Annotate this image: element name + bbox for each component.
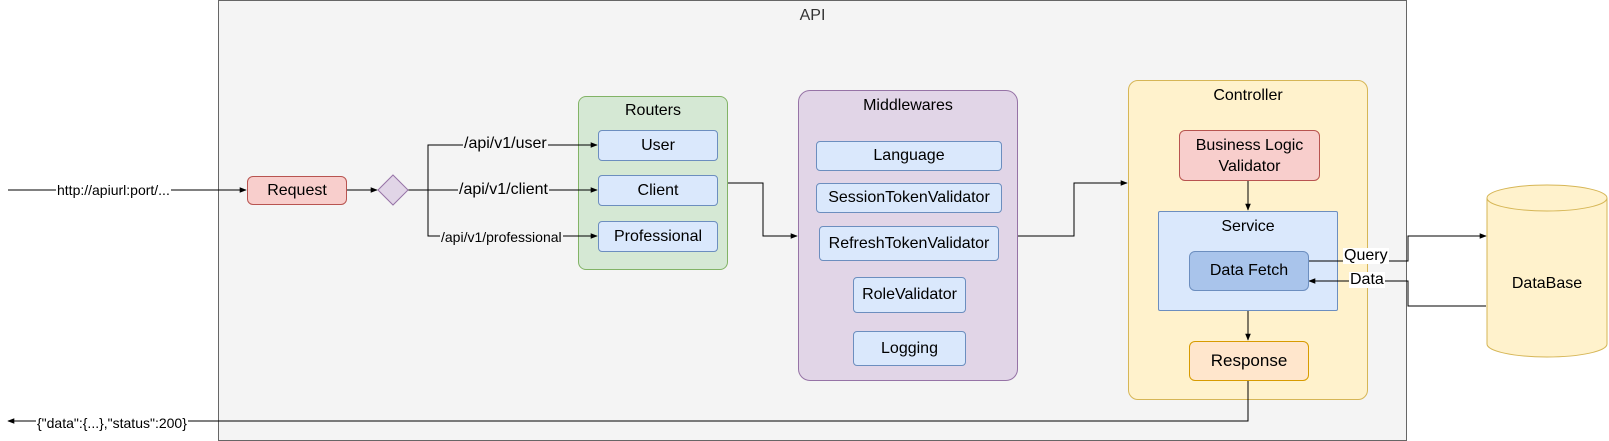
database-label: DataBase	[1511, 275, 1583, 292]
routers-title: Routers	[624, 102, 682, 119]
data-fetch-node: Data Fetch	[1189, 251, 1309, 291]
route-label-professional: /api/v1/professional	[440, 229, 563, 245]
edge-routers-to-middlewares	[728, 182, 798, 239]
middleware-language: Language	[816, 141, 1002, 171]
business-logic-validator: Business Logic Validator	[1179, 130, 1320, 181]
edge-db-to-datafetch	[1308, 278, 1486, 307]
route-label-user: /api/v1/user	[463, 135, 548, 152]
edge-response-to-output	[7, 381, 1249, 424]
api-title: API	[799, 7, 826, 24]
middleware-role-validator: RoleValidator	[853, 277, 966, 313]
entry-url-label: http://apiurl:port/...	[56, 182, 171, 198]
response-node: Response	[1189, 341, 1309, 381]
edge-query-to-db	[1308, 233, 1487, 262]
database-cylinder	[1486, 184, 1608, 358]
middleware-session-token-validator: SessionTokenValidator	[816, 183, 1002, 213]
controller-title: Controller	[1213, 87, 1283, 104]
middleware-refresh-token-validator: RefreshTokenValidator	[819, 226, 999, 261]
router-gateway-diamond	[377, 174, 409, 206]
data-label: Data	[1349, 271, 1385, 288]
edge-middlewares-to-controller	[1018, 180, 1128, 237]
route-label-client: /api/v1/client	[458, 181, 549, 198]
router-client: Client	[598, 175, 718, 206]
middlewares-title: Middlewares	[863, 97, 953, 114]
service-title: Service	[1221, 218, 1275, 235]
middleware-logging: Logging	[853, 331, 966, 366]
query-label: Query	[1343, 247, 1389, 264]
router-user: User	[598, 130, 718, 161]
request-node: Request	[247, 176, 347, 205]
router-professional: Professional	[598, 221, 718, 252]
response-json-label: {"data":{...},"status":200}	[36, 415, 188, 431]
